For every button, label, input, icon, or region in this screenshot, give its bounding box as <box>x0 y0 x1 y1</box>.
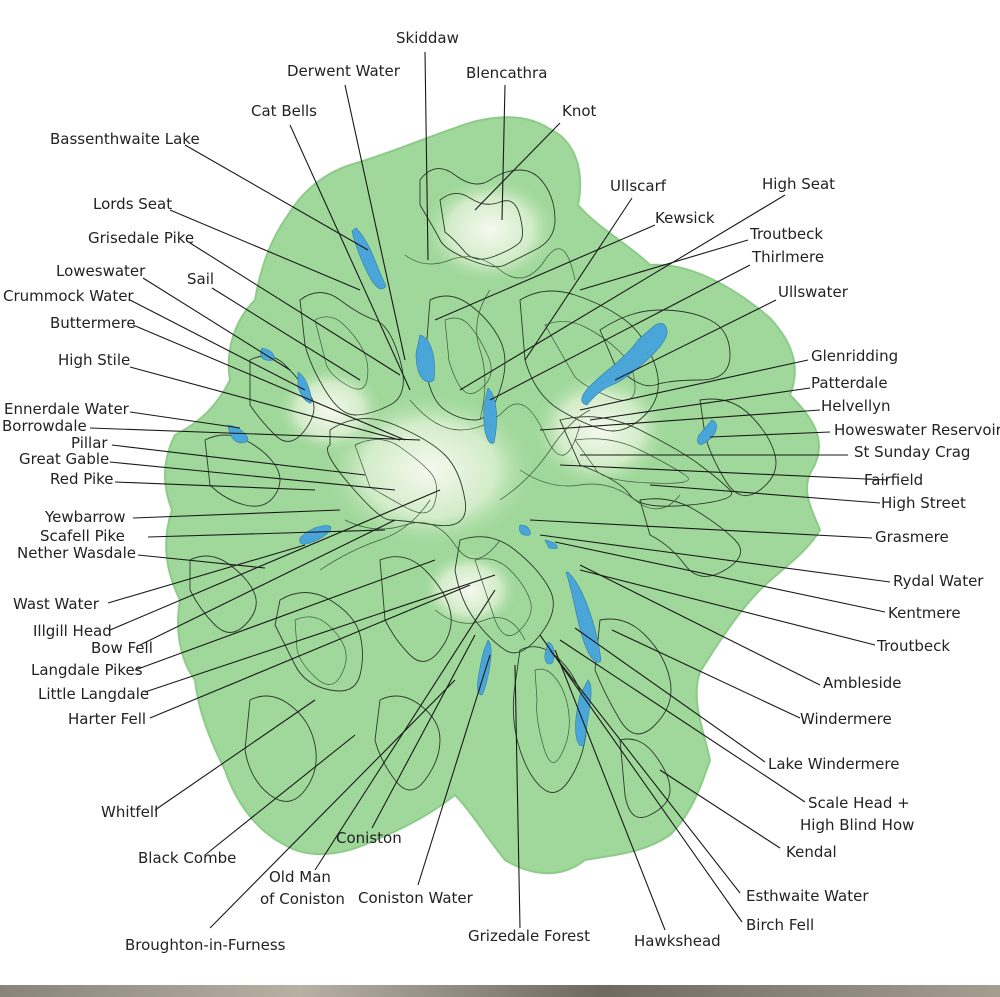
label-great-gable: Great Gable <box>19 450 109 468</box>
label-kentmere: Kentmere <box>888 604 961 622</box>
label-rydal-water: Rydal Water <box>893 572 984 590</box>
label-bow-fell: Bow Fell <box>91 639 153 657</box>
label-lake-windermere: Lake Windermere <box>768 755 899 773</box>
leader-lines <box>89 51 891 931</box>
label-scale-head: Scale Head + <box>808 794 910 812</box>
label-borrowdale: Borrowdale <box>2 417 87 435</box>
label-grisedale-pike: Grisedale Pike <box>88 229 194 247</box>
label-st-sunday-crag: St Sunday Crag <box>854 443 970 461</box>
label-glenridding: Glenridding <box>811 347 898 365</box>
label-lords-seat: Lords Seat <box>93 195 172 213</box>
label-loweswater: Loweswater <box>56 262 146 280</box>
bassenthwaite-lake <box>351 227 387 290</box>
label-buttermere: Buttermere <box>50 314 136 332</box>
label-old-man: Old Man <box>269 868 331 886</box>
label-yewbarrow: Yewbarrow <box>44 508 126 526</box>
label-whitfell: Whitfell <box>101 803 158 821</box>
thirlmere <box>483 387 497 444</box>
label-harter-fell: Harter Fell <box>68 710 146 728</box>
peak-area-east <box>530 370 670 490</box>
label-ennerdale-water: Ennerdale Water <box>4 400 130 418</box>
coniston-water <box>477 639 492 696</box>
label-windermere: Windermere <box>800 710 892 728</box>
label-coniston-water: Coniston Water <box>358 889 474 907</box>
label-birch-fell: Birch Fell <box>746 916 814 934</box>
label-knot: Knot <box>562 102 597 120</box>
label-illgill-head: Illgill Head <box>33 622 112 640</box>
label-red-pike: Red Pike <box>50 470 114 488</box>
label-helvellyn: Helvellyn <box>821 397 891 415</box>
label-patterdale: Patterdale <box>811 374 888 392</box>
label-kewsick: Kewsick <box>655 209 715 227</box>
label-scafell-pike: Scafell Pike <box>40 527 125 545</box>
label-grizedale-forest: Grizedale Forest <box>468 927 590 945</box>
label-high-seat: High Seat <box>762 175 835 193</box>
label-coniston: Coniston <box>336 829 402 847</box>
ullswater <box>581 323 668 406</box>
label-bassenthwaite-lake: Bassenthwaite Lake <box>50 130 200 148</box>
esthwaite-water <box>544 641 555 665</box>
label-cat-bells: Cat Bells <box>251 102 317 120</box>
label-langdale-pikes: Langdale Pikes <box>31 661 143 679</box>
label-nether-wasdale: Nether Wasdale <box>17 544 136 562</box>
label-broughton-in-furness: Broughton-in-Furness <box>125 936 286 954</box>
label-black-combe: Black Combe <box>138 849 236 867</box>
rydal-water <box>544 539 558 549</box>
label-thirlmere: Thirlmere <box>751 248 824 266</box>
peak-area-north <box>420 175 560 285</box>
label-little-langdale: Little Langdale <box>38 685 149 703</box>
crummock-water <box>297 371 312 404</box>
label-howeswater-reservoir: Howeswater Reservoir <box>834 421 1000 439</box>
wast-water <box>299 525 332 545</box>
label-pillar: Pillar <box>71 434 108 452</box>
label-skiddaw: Skiddaw <box>396 29 459 47</box>
label-high-street: High Street <box>881 494 966 512</box>
place-labels: Skiddaw Derwent Water Blencathra Cat Bel… <box>2 29 1000 954</box>
ennerdale-water <box>227 424 249 444</box>
lake-windermere-south <box>575 679 592 747</box>
label-ullswater: Ullswater <box>778 283 849 301</box>
label-crummock-water: Crummock Water <box>3 287 134 305</box>
contour-lines <box>189 168 777 818</box>
peak-area-south <box>420 550 520 630</box>
label-grasmere: Grasmere <box>875 528 949 546</box>
label-wast-water: Wast Water <box>13 595 100 613</box>
label-troutbeck-south: Troutbeck <box>876 637 950 655</box>
label-high-blind-how: High Blind How <box>800 816 914 834</box>
label-troutbeck-north: Troutbeck <box>749 225 823 243</box>
scan-edge-strip <box>0 985 1000 997</box>
label-hawkshead: Hawkshead <box>634 932 721 950</box>
label-esthwaite-water: Esthwaite Water <box>746 887 869 905</box>
label-of-coniston: of Coniston <box>260 890 345 908</box>
label-blencathra: Blencathra <box>466 64 547 82</box>
howeswater-reservoir <box>697 419 717 446</box>
derwent-water <box>415 334 435 383</box>
label-ambleside: Ambleside <box>823 674 902 692</box>
label-ullscarf: Ullscarf <box>610 177 667 195</box>
label-fairfield: Fairfield <box>864 471 923 489</box>
label-derwent-water: Derwent Water <box>287 62 401 80</box>
grasmere <box>519 524 531 536</box>
label-high-stile: High Stile <box>58 351 130 369</box>
label-kendal: Kendal <box>786 843 837 861</box>
label-sail: Sail <box>187 270 214 288</box>
